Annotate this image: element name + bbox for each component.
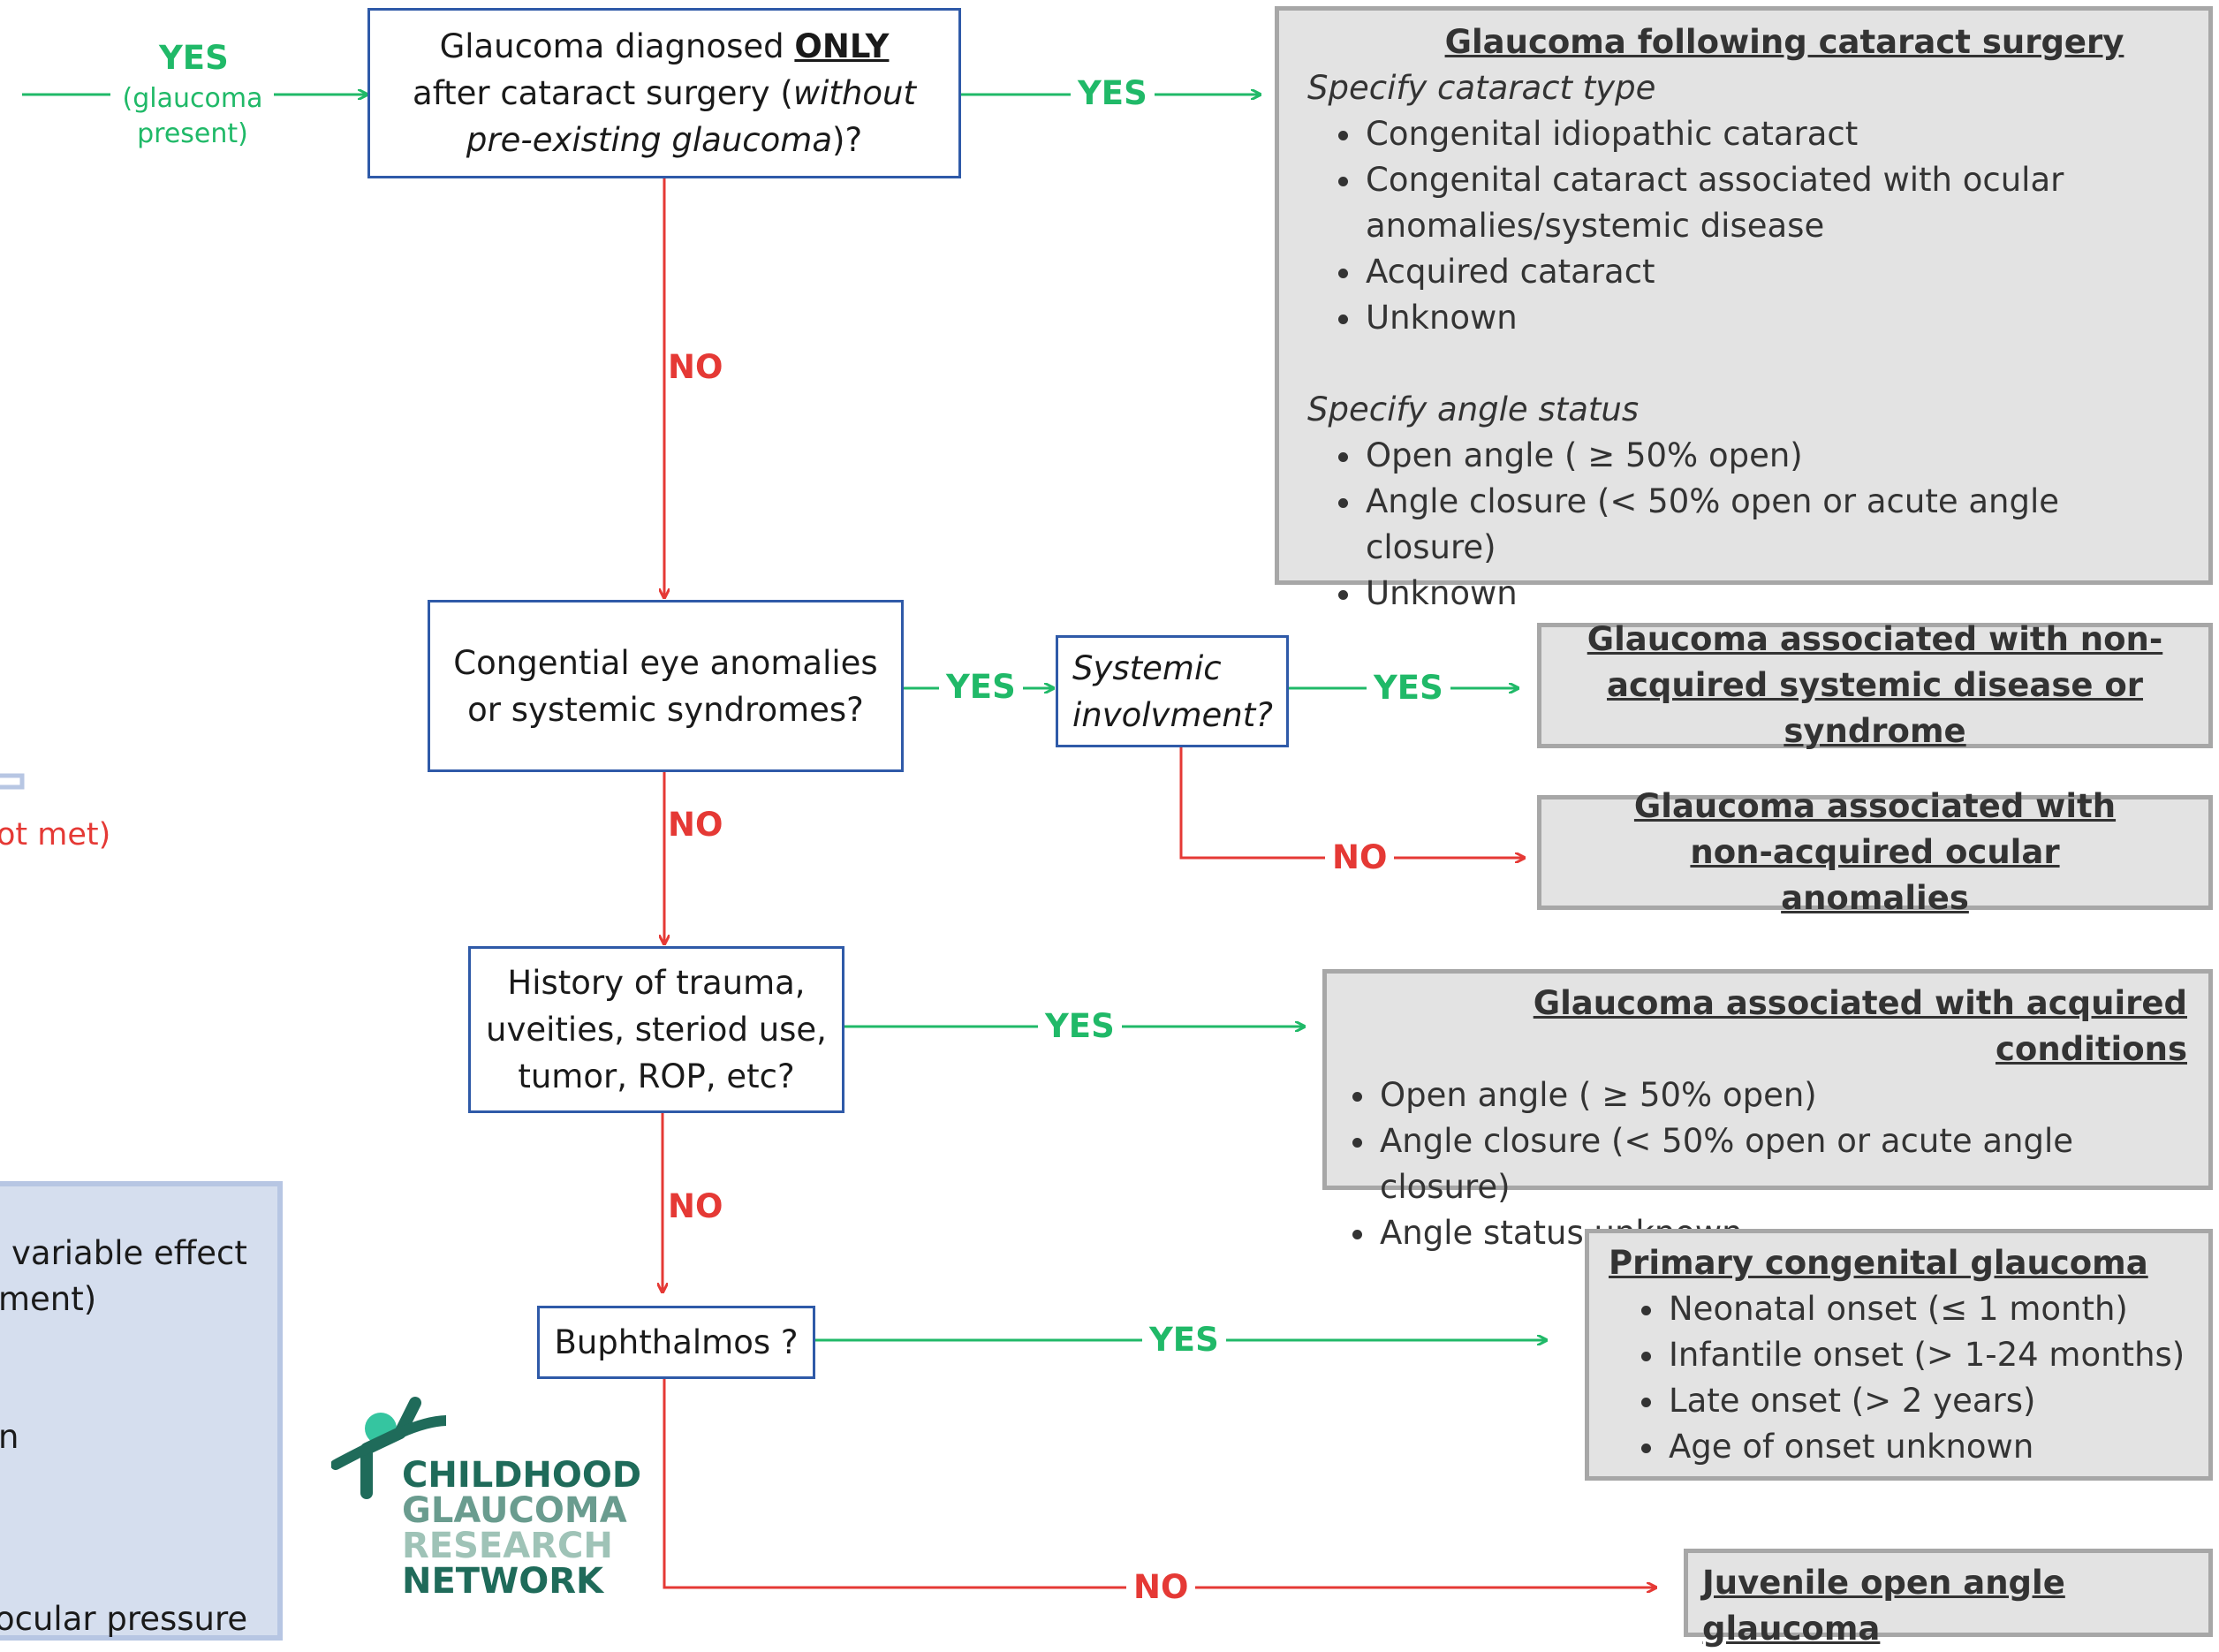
left-edge-bracket <box>0 773 25 790</box>
logo-text-network: NETWORK <box>402 1561 604 1602</box>
q3-no-label: NO <box>668 1187 723 1225</box>
result-joag-title: Juvenile open angle glaucoma <box>1702 1564 2065 1648</box>
entry-yes-label: YES <box>152 39 236 78</box>
q3-yes-label: YES <box>1038 1007 1122 1046</box>
result-ocular-title: Glaucoma associated with non-acquired oc… <box>1633 787 2117 917</box>
q1-text-preexisting: pre-existing glaucoma <box>466 121 833 159</box>
list-item: Congenital cataract associated with ocul… <box>1364 157 2090 249</box>
q2-text: Congential eye anomalies or systemic syn… <box>453 643 878 729</box>
list-item: Unknown <box>1364 571 2191 617</box>
q4-yes-label: YES <box>1142 1321 1226 1360</box>
list-item: Congenital idiopathic cataract <box>1364 111 2191 157</box>
list-item: Angle closure (< 50% open or acute angle… <box>1378 1118 2196 1210</box>
left-info-panel: variable effect ment) n ocular pressure <box>0 1181 283 1641</box>
list-item: Late onset (> 2 years) <box>1667 1378 2200 1424</box>
result-cataract-spec2: Specify angle status <box>1307 390 1640 428</box>
list-item: Age of onset unknown <box>1667 1424 2200 1470</box>
result-acquired-title: Glaucoma associated with acquired condit… <box>1533 984 2187 1068</box>
logo-figure-icon <box>331 1397 446 1499</box>
result-cataract-title: Glaucoma following cataract surgery <box>1444 23 2124 61</box>
q1-text-2a: after cataract surgery ( <box>413 74 793 112</box>
q1-text-3b: )? <box>832 121 863 159</box>
question-systemic-involvement: Systemic involvment? <box>1056 635 1289 747</box>
list-item: Infantile onset (> 1-24 months) <box>1667 1332 2200 1378</box>
result-pcg-title: Primary congenital glaucoma <box>1609 1244 2148 1282</box>
list-item: Unknown <box>1364 295 2191 341</box>
q2b-yes-label: YES <box>1367 669 1450 708</box>
result-cataract-list1: Congenital idiopathic cataract Congenita… <box>1307 111 2191 341</box>
q1-no-label: NO <box>668 348 723 386</box>
logo-text-childhood: CHILDHOOD <box>402 1455 642 1496</box>
result-cataract-list2: Open angle ( ≥ 50% open) Angle closure (… <box>1307 433 2191 617</box>
question-congenital-anomalies: Congential eye anomalies or systemic syn… <box>428 600 904 772</box>
entry-yes-sublabel: (glaucoma present) <box>122 83 263 149</box>
result-systemic-title: Glaucoma associated with non-acquired sy… <box>1587 620 2163 750</box>
q2-yes-label: YES <box>939 668 1023 707</box>
q2-no-label: NO <box>668 806 723 844</box>
result-acquired-conditions: Glaucoma associated with acquired condit… <box>1322 969 2213 1252</box>
q2b-text: Systemic involvment? <box>1072 648 1273 734</box>
result-pcg-list: Neonatal onset (≤ 1 month) Infantile ons… <box>1609 1286 2200 1470</box>
q4-text: Buphthalmos ? <box>554 1323 799 1361</box>
list-item: Neonatal onset (≤ 1 month) <box>1667 1286 2200 1332</box>
result-nonacquired-ocular: Glaucoma associated with non-acquired oc… <box>1537 787 2213 917</box>
q2b-no-label: NO <box>1325 838 1395 877</box>
q4-no-label: NO <box>1126 1568 1196 1607</box>
result-nonacquired-systemic: Glaucoma associated with non-acquired sy… <box>1537 620 2213 750</box>
result-juvenile-open-angle: Juvenile open angle glaucoma <box>1684 1549 2213 1648</box>
panel-line-1: variable effect <box>11 1234 247 1272</box>
panel-line-4: ocular pressure <box>0 1600 248 1638</box>
list-item: Acquired cataract <box>1364 249 2191 295</box>
result-cataract-spec1: Specify cataract type <box>1307 69 1656 107</box>
question-trauma-history: History of trauma, uveities, steriod use… <box>468 946 844 1113</box>
left-fragment-red: ot met) <box>0 817 111 853</box>
q1-text-only: ONLY <box>794 27 890 65</box>
result-primary-congenital: Primary congenital glaucoma Neonatal ons… <box>1585 1229 2213 1481</box>
q1-yes-label: YES <box>1071 74 1155 113</box>
question-cataract-surgery: Glaucoma diagnosed ONLY after cataract s… <box>367 8 961 178</box>
panel-line-3: n <box>0 1418 19 1456</box>
logo-text-glaucoma: GLAUCOMA <box>402 1490 627 1531</box>
q3-text: History of trauma, uveities, steriod use… <box>486 964 827 1095</box>
q1-text-without: without <box>792 74 916 112</box>
question-buphthalmos: Buphthalmos ? <box>537 1306 815 1379</box>
panel-line-2: ment) <box>0 1280 97 1318</box>
list-item: Angle closure (< 50% open or acute angle… <box>1364 479 2191 571</box>
q2b-no-arrow <box>1179 745 1524 858</box>
logo-text-research: RESEARCH <box>402 1526 613 1566</box>
list-item: Open angle ( ≥ 50% open) <box>1364 433 2191 479</box>
q4-no-arrow <box>663 1377 1655 1588</box>
q1-text-1a: Glaucoma diagnosed <box>439 27 795 65</box>
list-item: Open angle ( ≥ 50% open) <box>1378 1072 2196 1118</box>
network-logo: CHILDHOOD GLAUCOMA RESEARCH NETWORK <box>331 1396 641 1608</box>
result-glaucoma-following-cataract-surgery: Glaucoma following cataract surgery Spec… <box>1275 6 2213 612</box>
